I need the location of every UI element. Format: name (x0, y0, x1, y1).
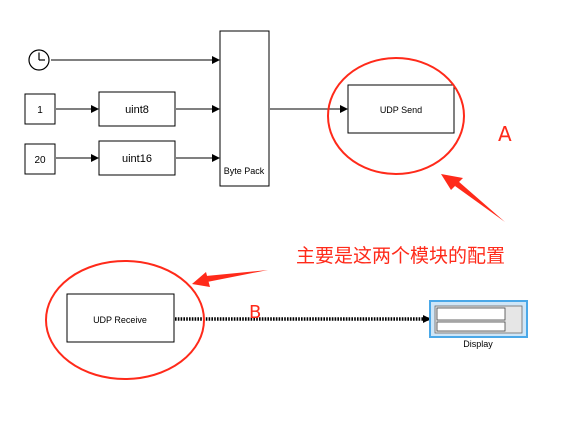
highlight-ellipse-udp-send (327, 57, 465, 175)
clock-icon (38, 52, 45, 61)
display-label: Display (463, 339, 493, 349)
udp-send-label: UDP Send (380, 105, 422, 115)
constant-block-20[interactable]: 20 (24, 143, 56, 175)
constant-1-value: 1 (37, 105, 43, 116)
udp-receive-block[interactable]: UDP Receive (66, 293, 175, 343)
uint8-label: uint8 (125, 104, 149, 116)
red-arrow-to-udp-receive (192, 270, 268, 287)
display-field-2 (436, 321, 506, 332)
red-arrow-to-udp-send (441, 174, 505, 222)
display-block[interactable]: Display (429, 300, 528, 349)
annotation-label-a: A (498, 122, 512, 146)
annotations: A B 主要是这两个模块的配置 (45, 57, 512, 380)
byte-pack-block[interactable]: Byte Pack (219, 30, 270, 187)
uint16-label: uint16 (122, 153, 152, 165)
udp-send-block[interactable]: UDP Send (347, 84, 455, 134)
uint8-convert-block[interactable]: uint8 (98, 91, 176, 127)
udp-receive-label: UDP Receive (93, 315, 147, 325)
highlight-ellipse-udp-receive (45, 260, 205, 380)
uint16-convert-block[interactable]: uint16 (98, 140, 176, 176)
clock-block[interactable] (28, 49, 50, 71)
signal-lines (51, 56, 431, 323)
annotation-note: 主要是这两个模块的配置 (296, 245, 505, 267)
byte-pack-label: Byte Pack (224, 166, 265, 176)
constant-20-value: 20 (34, 155, 46, 166)
annotation-label-b: B (249, 302, 261, 323)
constant-block-1[interactable]: 1 (24, 93, 56, 125)
display-field-1 (436, 307, 506, 321)
